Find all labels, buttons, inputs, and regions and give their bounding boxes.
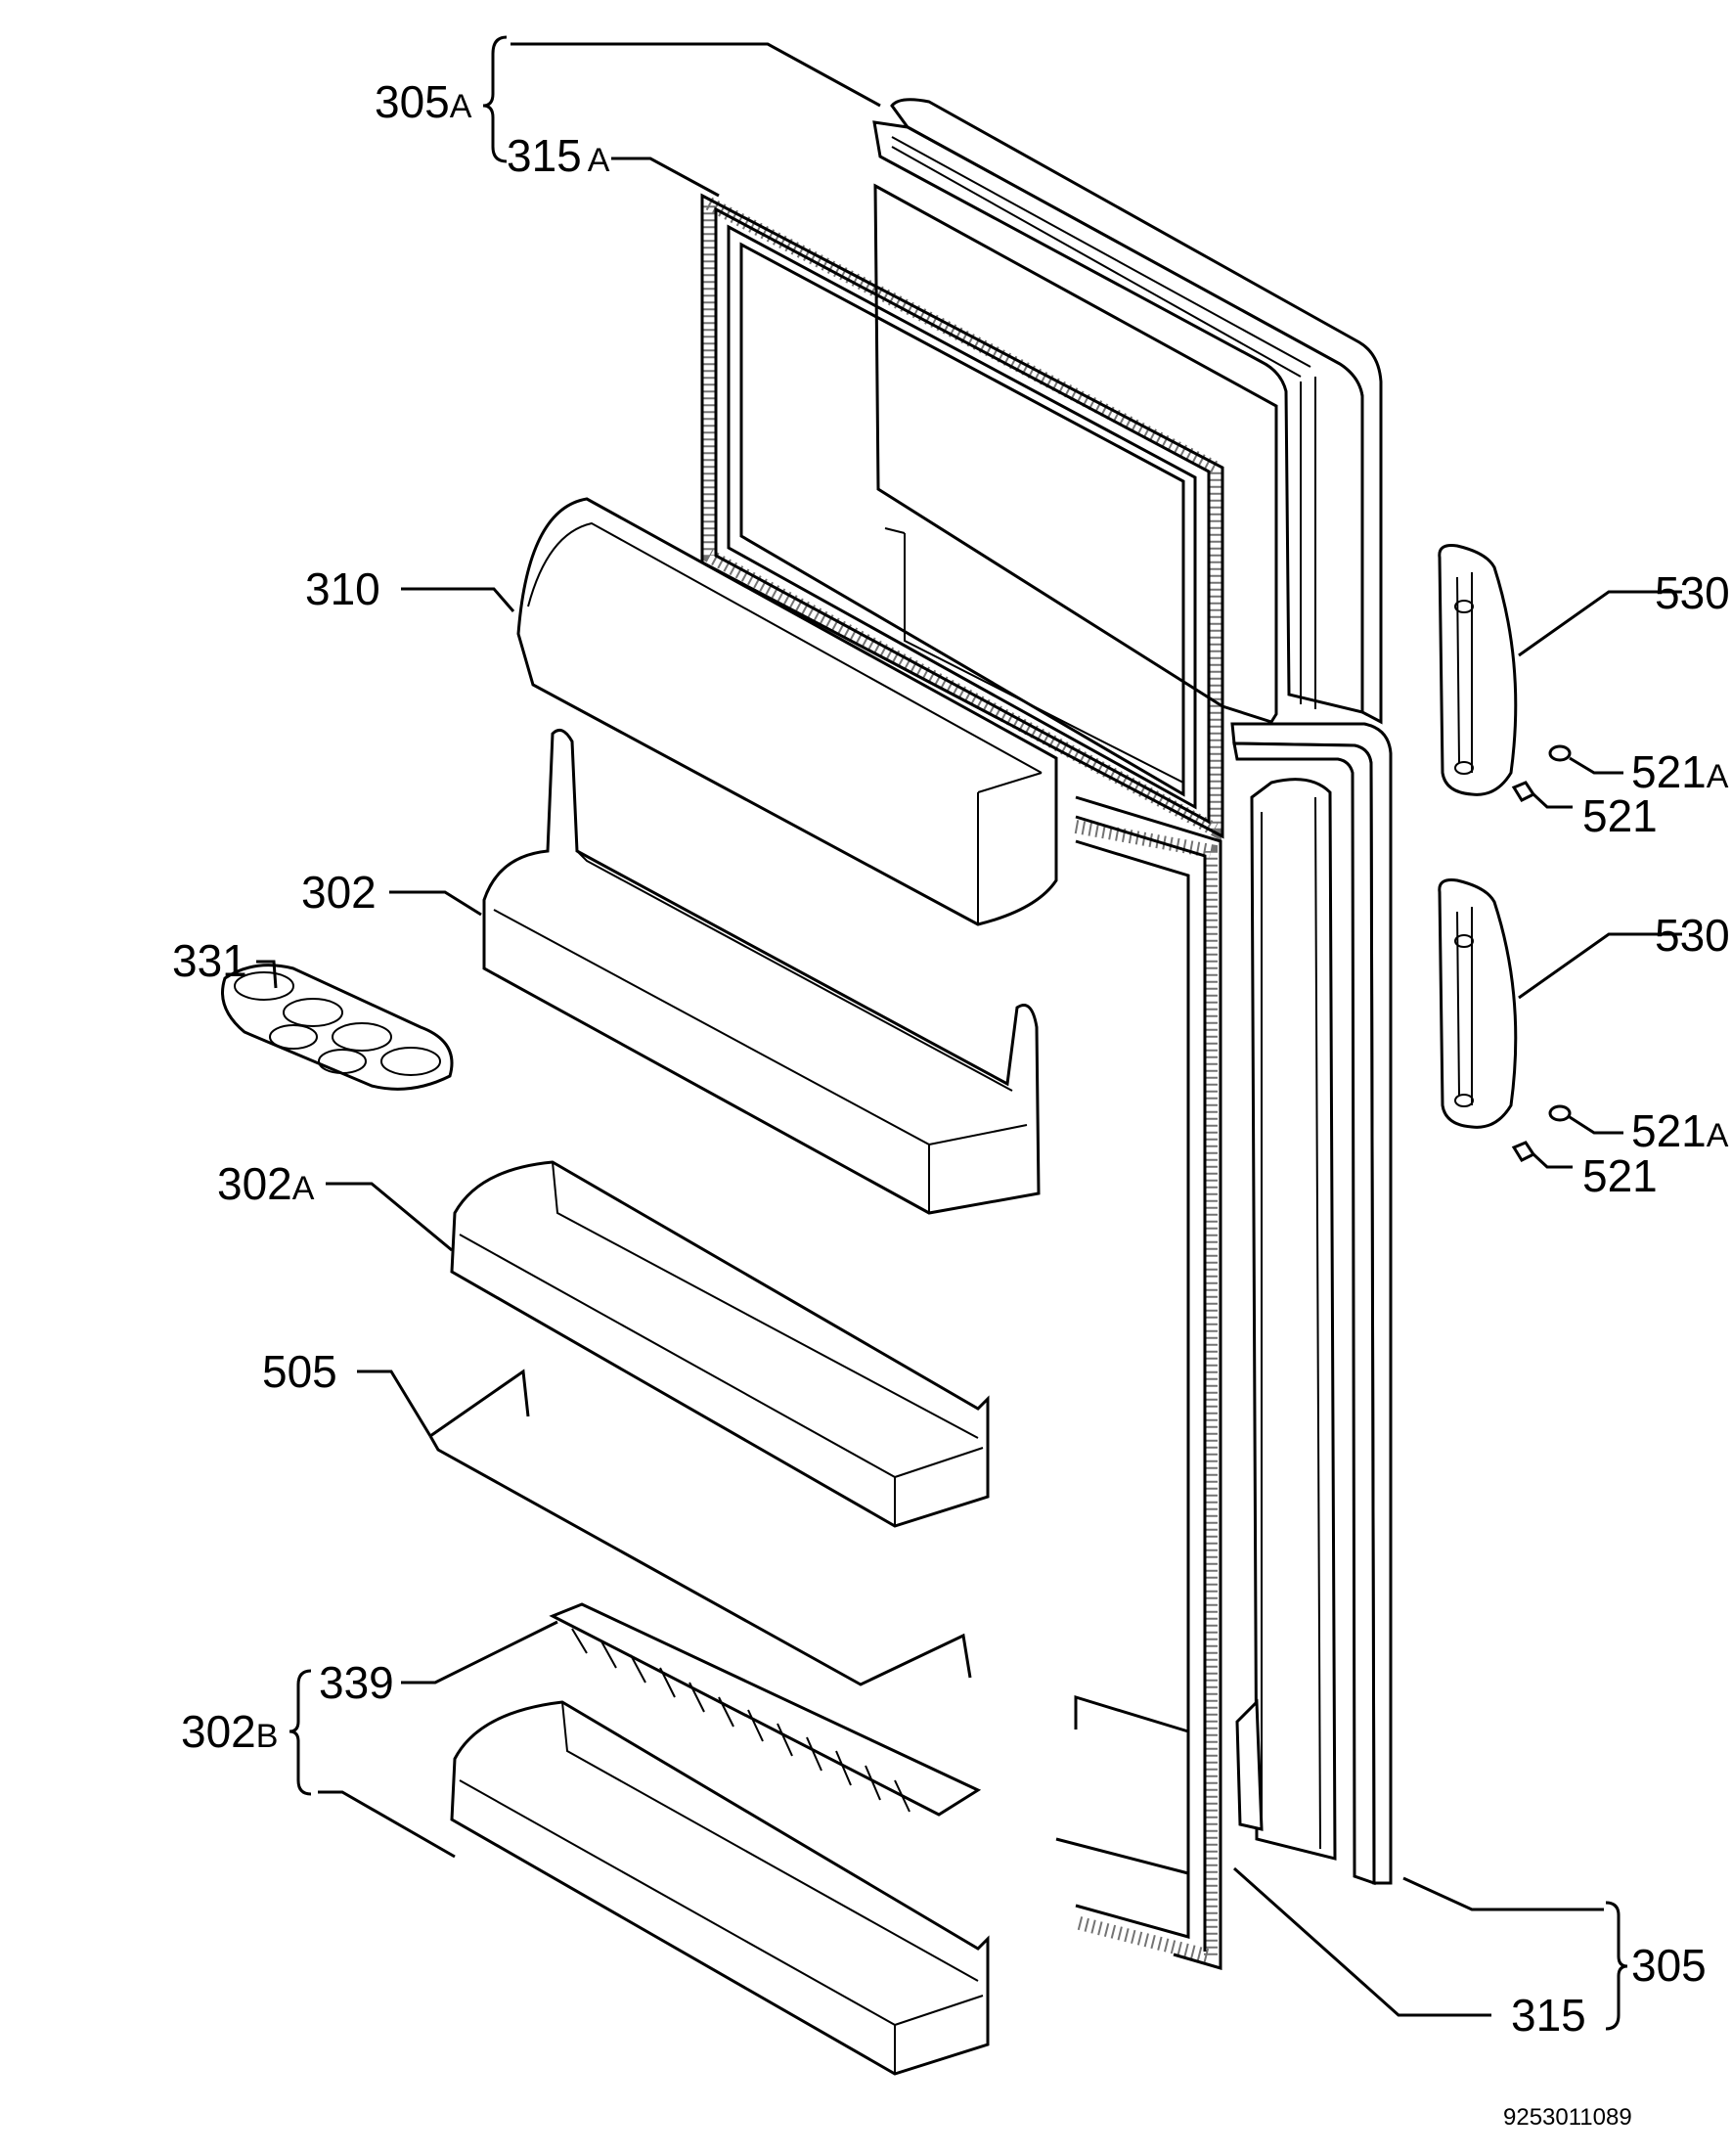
- door-shelf-large: [482, 728, 1041, 1215]
- door-shelf-bottom: [450, 1700, 990, 2076]
- callout-530-lower: 530: [1655, 910, 1730, 961]
- leader-lines: [256, 42, 1682, 2017]
- door-handle-lower: [1438, 878, 1518, 1129]
- callout-305: 305: [1631, 1940, 1707, 1991]
- brace-302b: [289, 1669, 312, 1796]
- door-handle-upper: [1438, 544, 1518, 796]
- callout-521-lower: 521: [1582, 1150, 1658, 1201]
- freezer-door-gasket: [700, 192, 1224, 841]
- callout-302a: 302A: [217, 1158, 315, 1209]
- dairy-compartment-lid: [516, 497, 1058, 926]
- freezer-door-outer-panel: [872, 98, 1383, 725]
- freezer-door-inner-recess: [873, 183, 1278, 784]
- callout-521a-upper: 521A: [1631, 746, 1729, 797]
- callout-521a-lower: 521A: [1631, 1105, 1729, 1156]
- fridge-door-outer-panel: [1230, 722, 1393, 1886]
- callout-505: 505: [262, 1346, 337, 1397]
- callout-530-upper: 530: [1655, 567, 1730, 618]
- fridge-door-gasket: [1055, 795, 1222, 1970]
- bottle-separator: [549, 1602, 982, 1817]
- egg-tray: [221, 964, 454, 1091]
- bottle-retainer-wire: [428, 1369, 972, 1686]
- callout-339: 339: [319, 1657, 394, 1708]
- callout-331: 331: [172, 935, 247, 986]
- callout-310: 310: [305, 563, 380, 614]
- callout-302: 302: [301, 867, 377, 918]
- brace-305: [1605, 1901, 1628, 2031]
- callout-302b: 302B: [181, 1706, 278, 1757]
- callout-315: 315: [1511, 1990, 1586, 2041]
- door-shelf-medium: [450, 1160, 990, 1528]
- document-number: 9253011089: [1503, 2104, 1632, 2131]
- callout-521-upper: 521: [1582, 790, 1658, 841]
- callout-305a: 305A: [375, 76, 472, 127]
- brace-305a: [482, 35, 508, 163]
